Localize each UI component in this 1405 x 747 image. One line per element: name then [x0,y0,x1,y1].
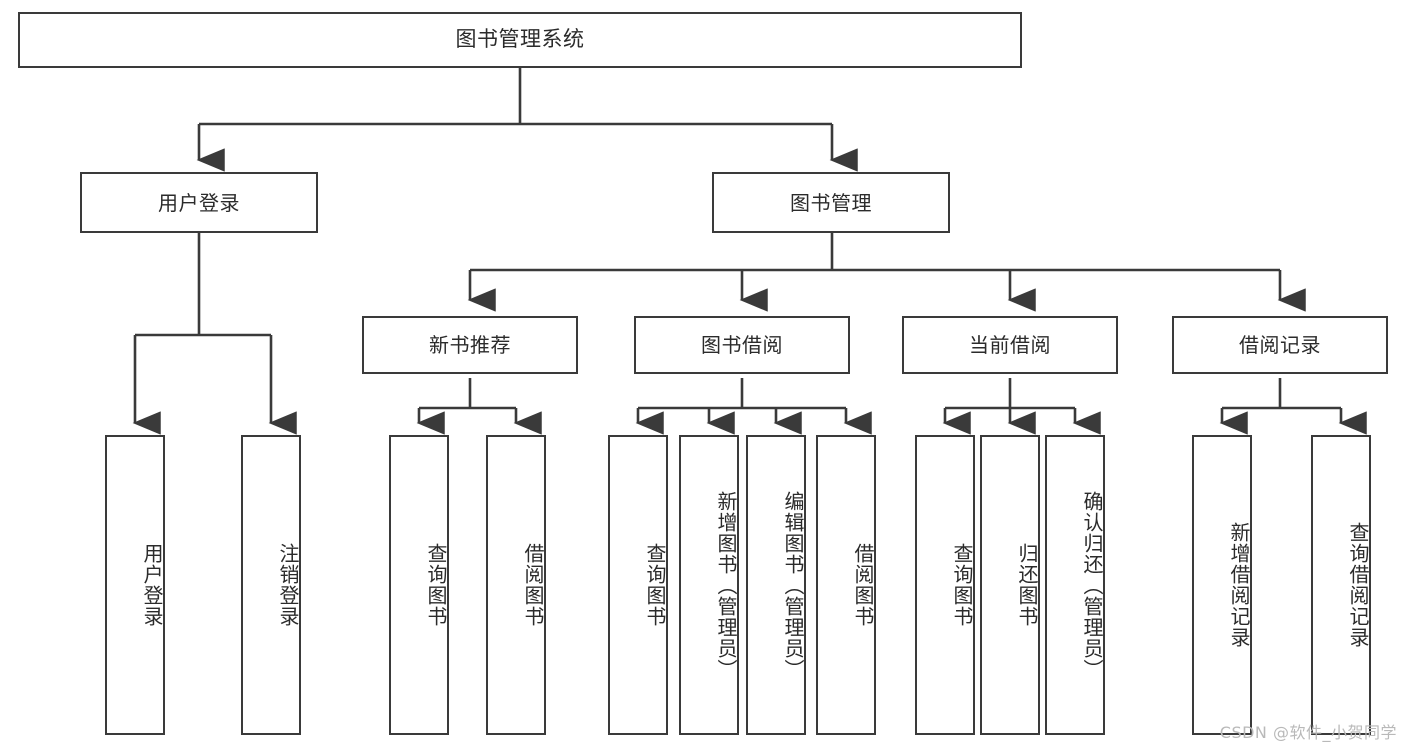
leaf-new-book-borrow[interactable]: 借阅图书 [486,435,546,735]
leaf-record-add-record[interactable]: 新增借阅记录 [1192,435,1252,735]
leaf-borrow-borrow-book[interactable]: 借阅图书 [816,435,876,735]
leaf-current-query-book[interactable]: 查询图书 [915,435,975,735]
node-root-system[interactable]: 图书管理系统 [18,12,1022,68]
leaf-new-book-query[interactable]: 查询图书 [389,435,449,735]
node-user-login[interactable]: 用户登录 [80,172,318,233]
node-borrow-record[interactable]: 借阅记录 [1172,316,1388,374]
node-book-management[interactable]: 图书管理 [712,172,950,233]
node-new-book-recommend[interactable]: 新书推荐 [362,316,578,374]
watermark-text: CSDN @软件_小贺同学 [1219,723,1397,742]
leaf-borrow-query-book[interactable]: 查询图书 [608,435,668,735]
leaf-current-confirm-return-admin[interactable]: 确认归还（管理员） [1045,435,1105,735]
leaf-user-login-logout[interactable]: 注销登录 [241,435,301,735]
leaf-current-return-book[interactable]: 归还图书 [980,435,1040,735]
leaf-borrow-edit-book-admin[interactable]: 编辑图书（管理员） [746,435,806,735]
leaf-user-login-login[interactable]: 用户登录 [105,435,165,735]
leaf-borrow-add-book-admin[interactable]: 新增图书（管理员） [679,435,739,735]
node-book-borrow[interactable]: 图书借阅 [634,316,850,374]
node-current-borrow[interactable]: 当前借阅 [902,316,1118,374]
leaf-record-query-record[interactable]: 查询借阅记录 [1311,435,1371,735]
